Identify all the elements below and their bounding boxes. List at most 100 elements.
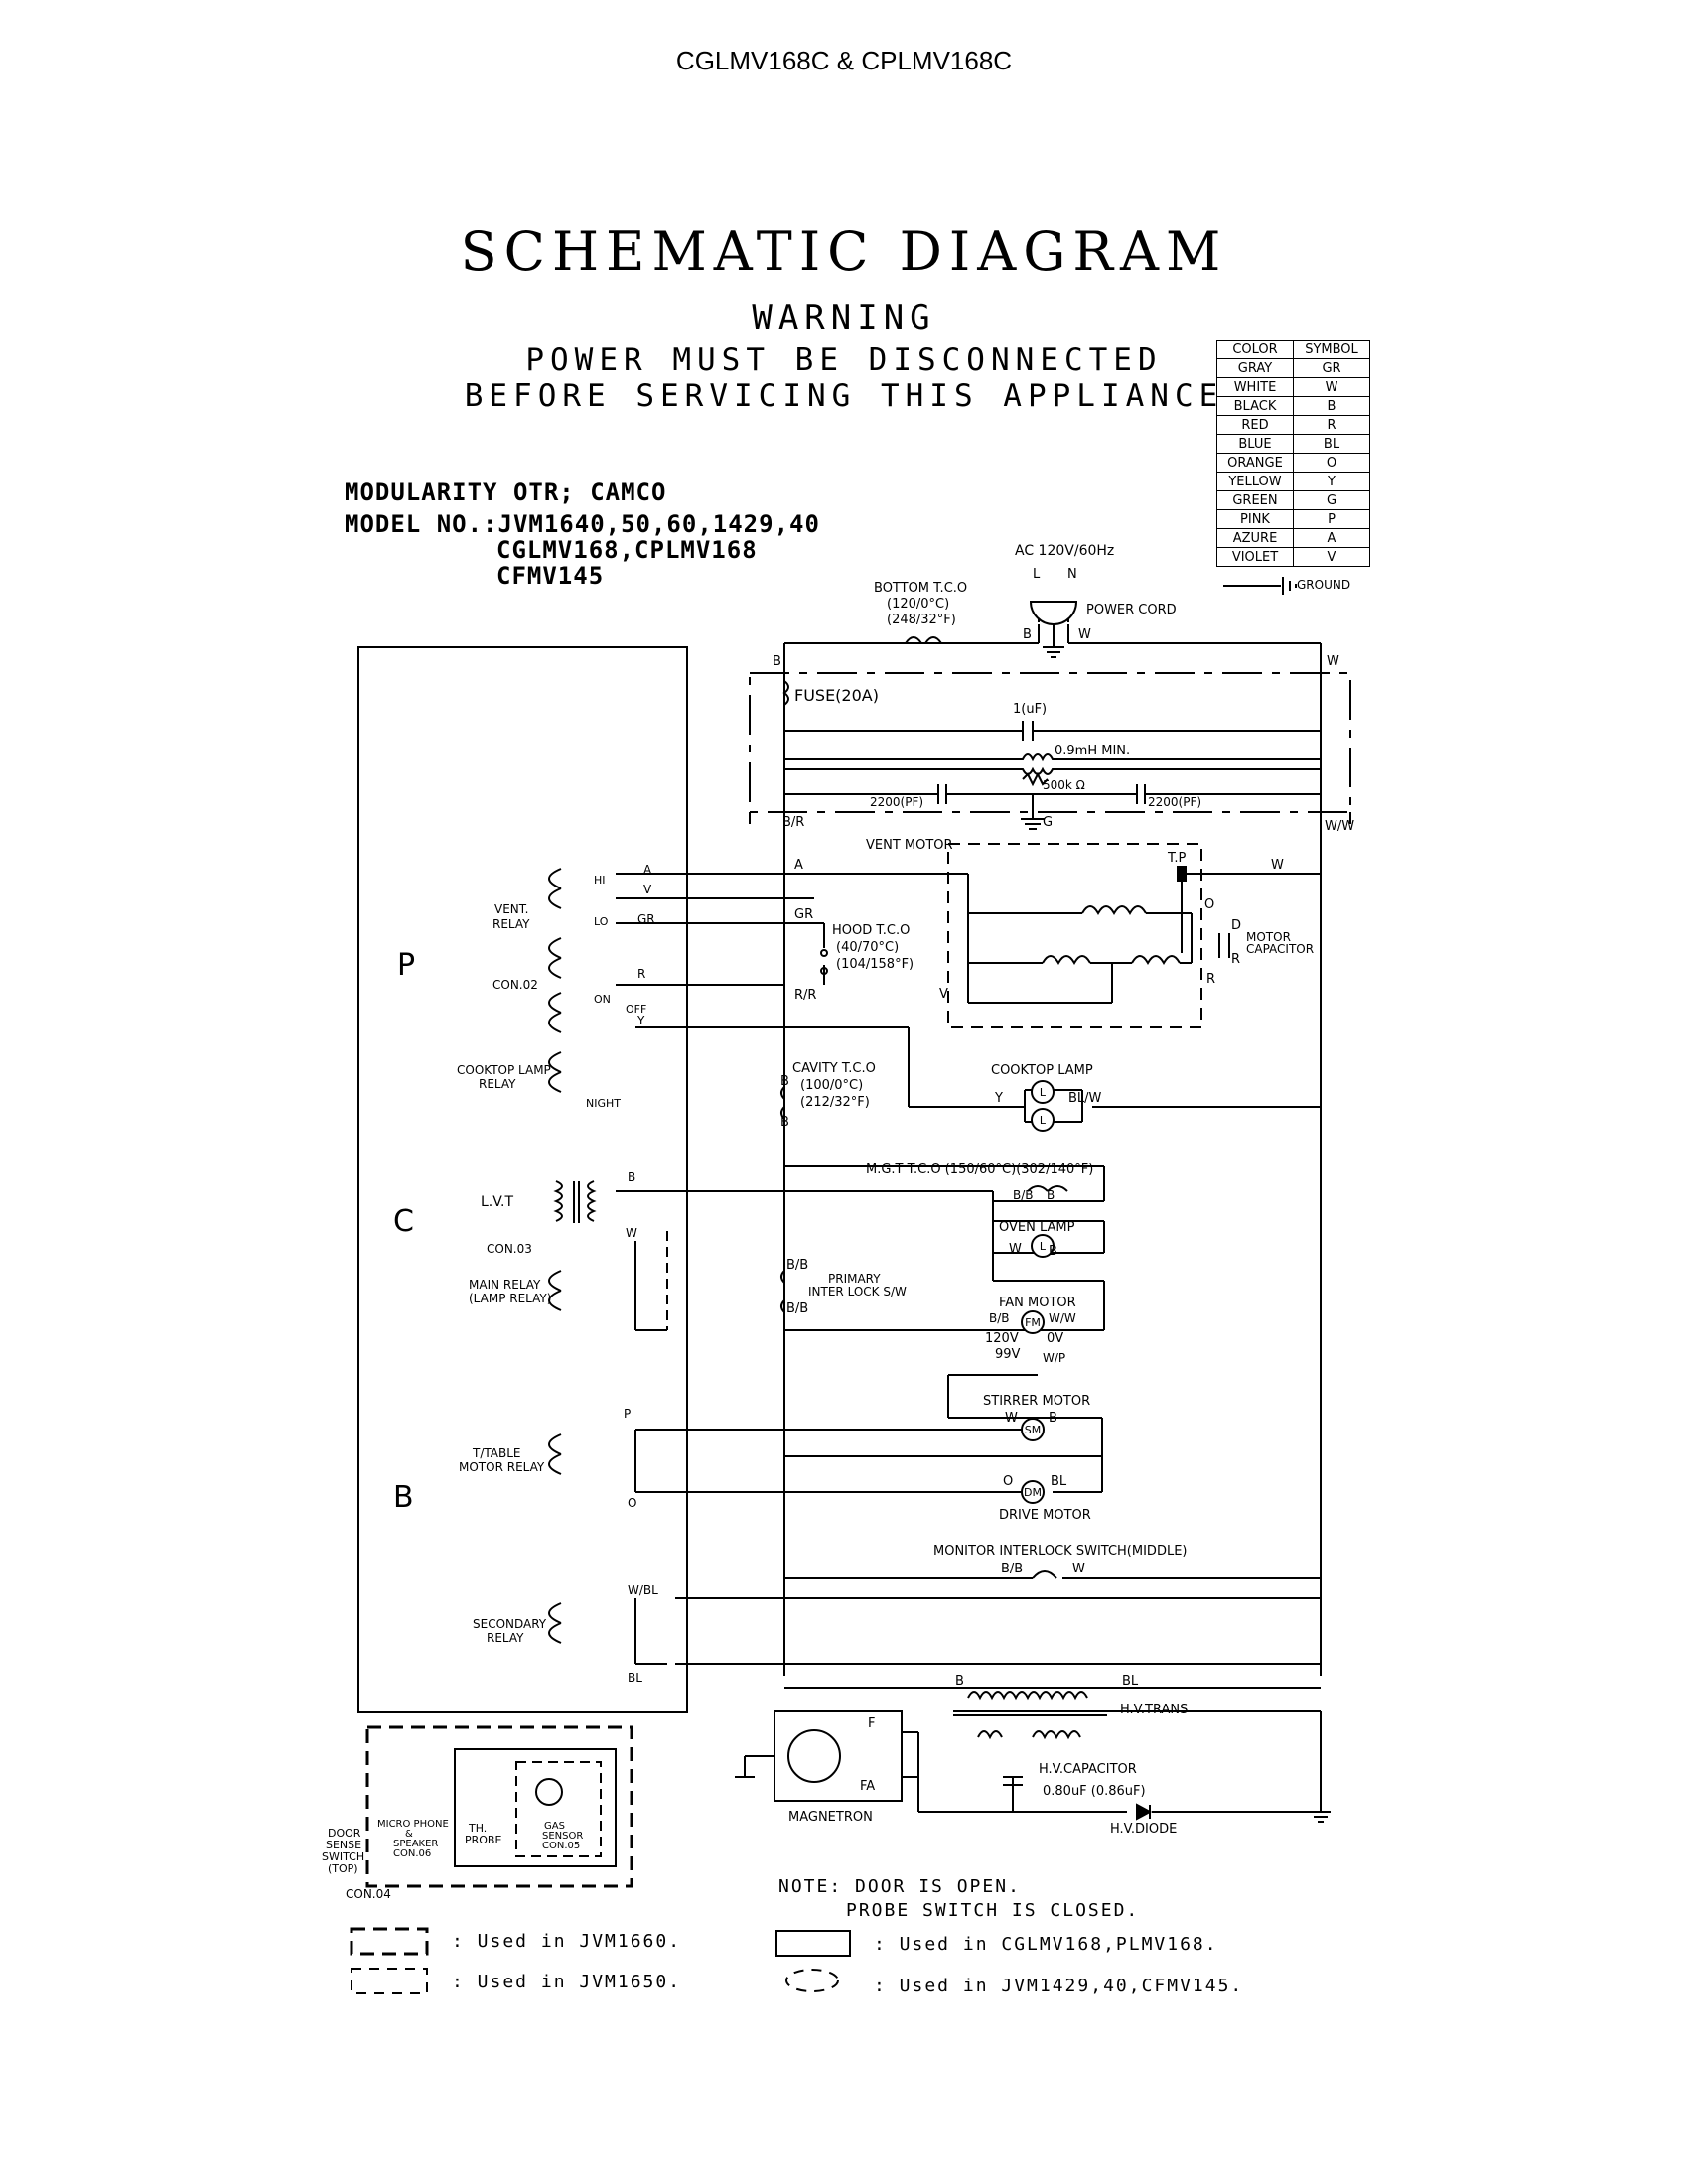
bottom-tco-rating-c: (120/0°C) (887, 597, 949, 612)
wire-label-gr: GR (637, 912, 655, 926)
drive-motor-icon (1021, 1480, 1045, 1504)
monitor-switch-label: MONITOR INTERLOCK SWITCH(MIDDLE) (933, 1544, 1187, 1559)
note-used-cglmv168: : Used in CGLMV168,PLMV168. (874, 1934, 1218, 1955)
hood-tco-rating-c: (40/70°C) (836, 940, 899, 955)
model-number-line-1: MODEL NO.:JVM1640,50,60,1429,40 (345, 510, 820, 538)
wire-label-w: W (1009, 1242, 1022, 1257)
fuse-label: FUSE(20A) (794, 686, 879, 705)
legend-color: BLACK (1216, 396, 1294, 416)
wire-label-g: G (1043, 815, 1053, 830)
neutral-label: N (1067, 567, 1077, 582)
model-number-line-3: CFMV145 (496, 562, 605, 590)
th-probe-label: TH. (468, 1822, 487, 1835)
wire-label-bb: B/B (1001, 1562, 1023, 1576)
ac-supply-label: AC 120V/60Hz (1015, 543, 1114, 559)
fan-motor-label: FAN MOTOR (999, 1296, 1076, 1310)
legend-header-color: COLOR (1216, 340, 1294, 359)
wire-label-blw: BL/W (1068, 1091, 1102, 1106)
off-label: OFF (626, 1003, 646, 1016)
wire-label-bl: BL (1051, 1474, 1067, 1489)
magnetron-f-label: F (868, 1716, 875, 1731)
wire-label-o: O (1204, 897, 1214, 912)
wire-label-bb: B/B (1013, 1188, 1034, 1202)
power-cord-label: POWER CORD (1086, 603, 1177, 617)
hv-capacitor-label: H.V.CAPACITOR (1039, 1762, 1137, 1777)
door-sense-label-3: SWITCH (322, 1850, 364, 1863)
wire-label-p: P (624, 1407, 631, 1421)
wire-label-y: Y (994, 1091, 1003, 1106)
note-used-jvm1650: : Used in JVM1650. (452, 1972, 682, 1992)
magnetron-fa-label: FA (860, 1779, 875, 1794)
wire-label-r: R (1231, 952, 1240, 967)
hv-diode-label: H.V.DIODE (1110, 1822, 1177, 1837)
note-used-jvm1660: : Used in JVM1660. (452, 1931, 682, 1952)
wire-label-b: B (1049, 1411, 1057, 1426)
fan-motor-symbol: FM (1025, 1316, 1041, 1329)
modularity-label: MODULARITY OTR; CAMCO (345, 478, 667, 506)
cooktop-lamp-relay-label-2: RELAY (479, 1077, 516, 1091)
door-sense-label-4: (TOP) (328, 1862, 358, 1875)
on-label: ON (594, 993, 611, 1006)
oven-lamp-bulb-icon (1031, 1234, 1055, 1258)
hood-tco-rating-f: (104/158°F) (836, 957, 914, 972)
fan-voltage-99: 99V (995, 1347, 1021, 1362)
resistor-label: 500k Ω (1043, 778, 1085, 792)
diagram-title: SCHEMATIC DIAGRAM (460, 220, 1228, 283)
legend-header-row: COLOR SYMBOL (1216, 340, 1370, 359)
section-p-label: P (397, 948, 415, 983)
legend-color: GRAY (1216, 358, 1294, 378)
wire-label-b: B (780, 1074, 789, 1089)
con03-label: CON.03 (487, 1242, 532, 1256)
wire-label-rr: R/R (794, 988, 816, 1003)
wire-label-r: R (637, 967, 645, 981)
wire-label-v: V (939, 987, 948, 1002)
motor-capacitor-label: MOTOR (1246, 930, 1291, 944)
cavity-tco-rating-c: (100/0°C) (800, 1078, 863, 1093)
wire-label-bl: BL (628, 1671, 642, 1685)
oven-lamp-label: OVEN LAMP (999, 1220, 1075, 1235)
page-header: CGLMV168C & CPLMV168C (675, 46, 1013, 75)
secondary-relay-label: SECONDARY (473, 1617, 547, 1631)
secondary-relay-label-2: RELAY (487, 1631, 524, 1645)
main-relay-label-2: (LAMP RELAY) (469, 1292, 551, 1305)
cooktop-lamp-relay-label: COOKTOP LAMP (457, 1063, 551, 1077)
gas-sensor-label-2: SENSOR (542, 1831, 583, 1842)
capacitor-2200-left-label: 2200(PF) (870, 795, 923, 809)
night-label: NIGHT (586, 1097, 621, 1110)
th-probe-label-2: PROBE (465, 1834, 501, 1846)
section-c-label: C (393, 1204, 414, 1239)
model-number-line-2: CGLMV168,CPLMV168 (496, 536, 758, 564)
lo-label: LO (594, 915, 609, 928)
wire-label-v: V (643, 883, 652, 896)
wire-label-o: O (1003, 1474, 1013, 1489)
control-board-outline (357, 646, 688, 1713)
wire-label-bb: B/B (989, 1311, 1010, 1325)
gas-sensor-label-3: CON.05 (542, 1841, 580, 1851)
wire-label-w: W (1271, 858, 1284, 873)
note-probe-switch: PROBE SWITCH IS CLOSED. (846, 1900, 1140, 1921)
ttable-relay-label-2: MOTOR RELAY (459, 1460, 545, 1474)
hv-capacitor-values: 0.80uF (0.86uF) (1043, 1784, 1146, 1799)
legend-symbol: G (1293, 490, 1370, 510)
legend-color: YELLOW (1216, 472, 1294, 491)
cooktop-lamp-bulb-2-icon (1031, 1108, 1055, 1132)
legend-color: PINK (1216, 509, 1294, 529)
stirrer-motor-symbol: SM (1025, 1424, 1041, 1436)
wire-label-wbl: W/BL (628, 1583, 658, 1597)
wire-label-bb: B/B (786, 1301, 808, 1316)
wire-label-w: W (626, 1226, 637, 1240)
wire-label-b: B (773, 654, 781, 669)
magnetron-label: MAGNETRON (788, 1810, 873, 1825)
lvt-label: L.V.T (481, 1194, 513, 1210)
gas-sensor-label: GAS (544, 1821, 565, 1832)
hood-tco-label: HOOD T.C.O (832, 923, 910, 938)
wire-label-b: B (628, 1170, 635, 1184)
door-sense-label-2: SENSE (326, 1839, 361, 1851)
ttable-relay-label: T/TABLE (472, 1446, 520, 1460)
stirrer-motor-icon (1021, 1418, 1045, 1441)
tp-label: T.P (1167, 851, 1187, 866)
